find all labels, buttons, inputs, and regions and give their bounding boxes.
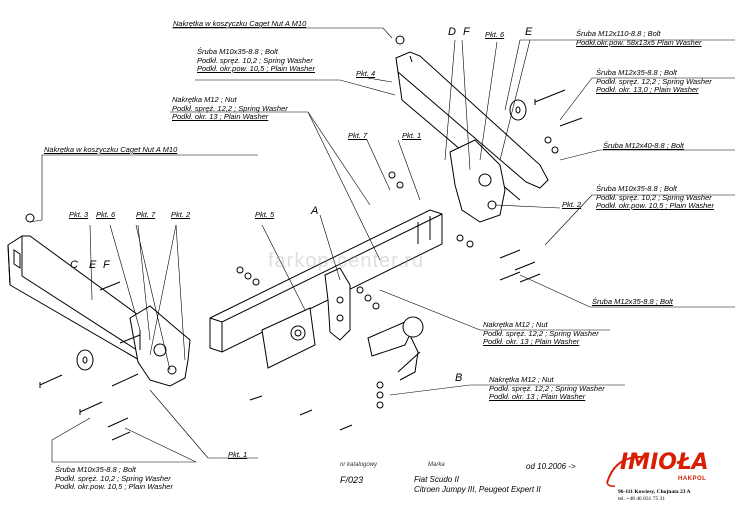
tow-ball	[367, 316, 424, 381]
pkt-3-label: Pkt. 3	[69, 210, 89, 219]
logo-text: IMIOŁA	[620, 450, 709, 475]
imiola-logo-icon	[606, 455, 646, 487]
catalog-label: nr katalogowy	[340, 462, 378, 468]
callout-caget-nut-left: Nakrętka w koszyczku Caget Nut A M10	[44, 145, 178, 154]
callout-line: Podkł. spręż. 12,2 ; Spring Washer	[489, 383, 605, 393]
letter-c: C	[70, 259, 78, 271]
model-line-1: Fiat Scudo II	[414, 475, 459, 484]
pkt-1-bottom-label: Pkt. 1	[228, 450, 248, 459]
company-address: 96-111 Kowiesy, Chojnata 23 A tel. +48 4…	[618, 489, 691, 503]
letter-e-left: E	[89, 259, 97, 271]
callout-line: Podkł. spręż. 10,2 ; Spring Washer	[55, 473, 171, 483]
callout-nut-m12-left: Nakrętka M12 ; Nut Podkł. spręż. 12,2 ; …	[172, 95, 288, 122]
date-from: od 10.2006 ->	[526, 462, 576, 471]
callout-line: Nakrętka M12 ; Nut	[489, 375, 554, 384]
brand-label: Marka	[428, 462, 445, 468]
callout-line: Śruba M12x110-8.8 ; Bolt	[576, 29, 661, 38]
callout-line: Podkł. okr.pow. 10,5 ; Plain Washer	[197, 64, 315, 73]
bolts	[39, 89, 583, 441]
callout-nut-m12-mid: Nakrętka M12 ; Nut Podkł. spręż. 12,2 ; …	[483, 320, 599, 347]
pkt-5-label: Pkt. 5	[255, 210, 275, 219]
callout-line: Podkł.okr.pow. 58x13x5 Plain Washer	[576, 37, 702, 47]
address-line: 96-111 Kowiesy, Chojnata 23 A	[618, 489, 691, 495]
callout-line: Śruba M12x35-8.8 ; Bolt	[596, 68, 677, 77]
pkt-2-right-label: Pkt. 2	[562, 200, 582, 209]
callout-line: Podkł. okr. 13 ; Plain Washer	[483, 337, 580, 346]
pkt-7-top-label: Pkt. 7	[348, 131, 368, 140]
callout-line: Podkł. spręż. 10,2 ; Spring Washer	[596, 192, 712, 202]
callout-line: Podkł. okr.pow. 10,5 ; Plain Washer	[55, 482, 173, 491]
callout-caget-nut-top: Nakrętka w koszyczku Caget Nut A M10	[173, 19, 307, 28]
callout-line: Nakrętka M12 ; Nut	[483, 320, 548, 329]
letter-a: A	[311, 205, 319, 217]
pkt-6-top-label: Pkt. 6	[485, 30, 505, 39]
callout-line: Podkł. spręż. 10,2 ; Spring Washer	[197, 55, 313, 65]
pkt-2-left-label: Pkt. 2	[171, 210, 191, 219]
callout-line: Podkł. spręż. 12,2 ; Spring Washer	[483, 328, 599, 338]
callout-bolt-m12x110: Śruba M12x110-8.8 ; Bolt Podkł.okr.pow. …	[576, 29, 702, 47]
callout-bolt-m12x35-top: Śruba M12x35-8.8 ; Bolt Podkł. spręż. 12…	[596, 68, 712, 95]
letter-b: B	[455, 372, 463, 384]
callout-line: Podkł. spręż. 12,2 ; Spring Washer	[172, 103, 288, 113]
letter-d: D	[448, 26, 456, 38]
callout-line: Podkł. okr. 13,0 ; Plain Washer	[596, 85, 699, 94]
pkt-6-left-label: Pkt. 6	[96, 210, 116, 219]
left-mount-plate	[129, 305, 191, 387]
callout-line: Podkł. okr. 13 ; Plain Washer	[172, 112, 269, 121]
callout-bolt-m10x35-top: Śruba M10x35-8.8 ; Bolt Podkł. spręż. 10…	[197, 47, 315, 74]
letter-e-top: E	[525, 26, 533, 38]
callout-line: Podkł. okr.pow. 10,5 ; Plain Washer	[596, 201, 714, 210]
letter-f-top: F	[463, 26, 470, 38]
washers	[25, 35, 559, 409]
logo-subtext: HAKPOL	[678, 476, 707, 482]
socket-plate	[261, 307, 316, 369]
callout-line: Nakrętka M12 ; Nut	[172, 95, 237, 104]
pkt-4-label: Pkt. 4	[356, 69, 376, 78]
callout-line: Podkł. okr. 13 ; Plain Washer	[489, 392, 586, 401]
phone-line: tel. +48 46 831 75 31	[618, 496, 666, 502]
pkt-1-top-label: Pkt. 1	[402, 131, 422, 140]
callout-line: Śruba M10x35-8.8 ; Bolt	[197, 47, 278, 56]
callout-nut-m12-low: Nakrętka M12 ; Nut Podkł. spręż. 12,2 ; …	[489, 375, 605, 402]
callout-bolt-m12x40: Śruba M12x40-8.8 ; Bolt	[603, 141, 684, 150]
model-line-2: Citroen Jumpy III, Peugeot Expert II	[414, 485, 541, 494]
callout-line: Podkł. spręż. 12,2 ; Spring Washer	[596, 76, 712, 86]
pkt-7-left-label: Pkt. 7	[136, 210, 156, 219]
callout-bolt-m10x35-bottom: Śruba M10x35-8.8 ; Bolt Podkł. spręż. 10…	[55, 465, 173, 492]
callout-bolt-m10x35-right: Śruba M10x35-8.8 ; Bolt Podkł. spręż. 10…	[596, 184, 714, 211]
center-bracket	[324, 267, 351, 341]
catalog-value: F/023	[340, 475, 364, 485]
right-mount-plate	[449, 139, 506, 223]
leader-lines	[29, 27, 735, 463]
callout-bolt-m12x35-right: Śruba M12x35-8.8 ; Bolt	[592, 297, 673, 306]
callout-line: Śruba M10x35-8.8 ; Bolt	[55, 465, 136, 474]
callout-line: Śruba M10x35-8.8 ; Bolt	[596, 184, 677, 193]
letter-f-left: F	[103, 259, 110, 271]
watermark: farkop-center.ru	[268, 250, 425, 272]
